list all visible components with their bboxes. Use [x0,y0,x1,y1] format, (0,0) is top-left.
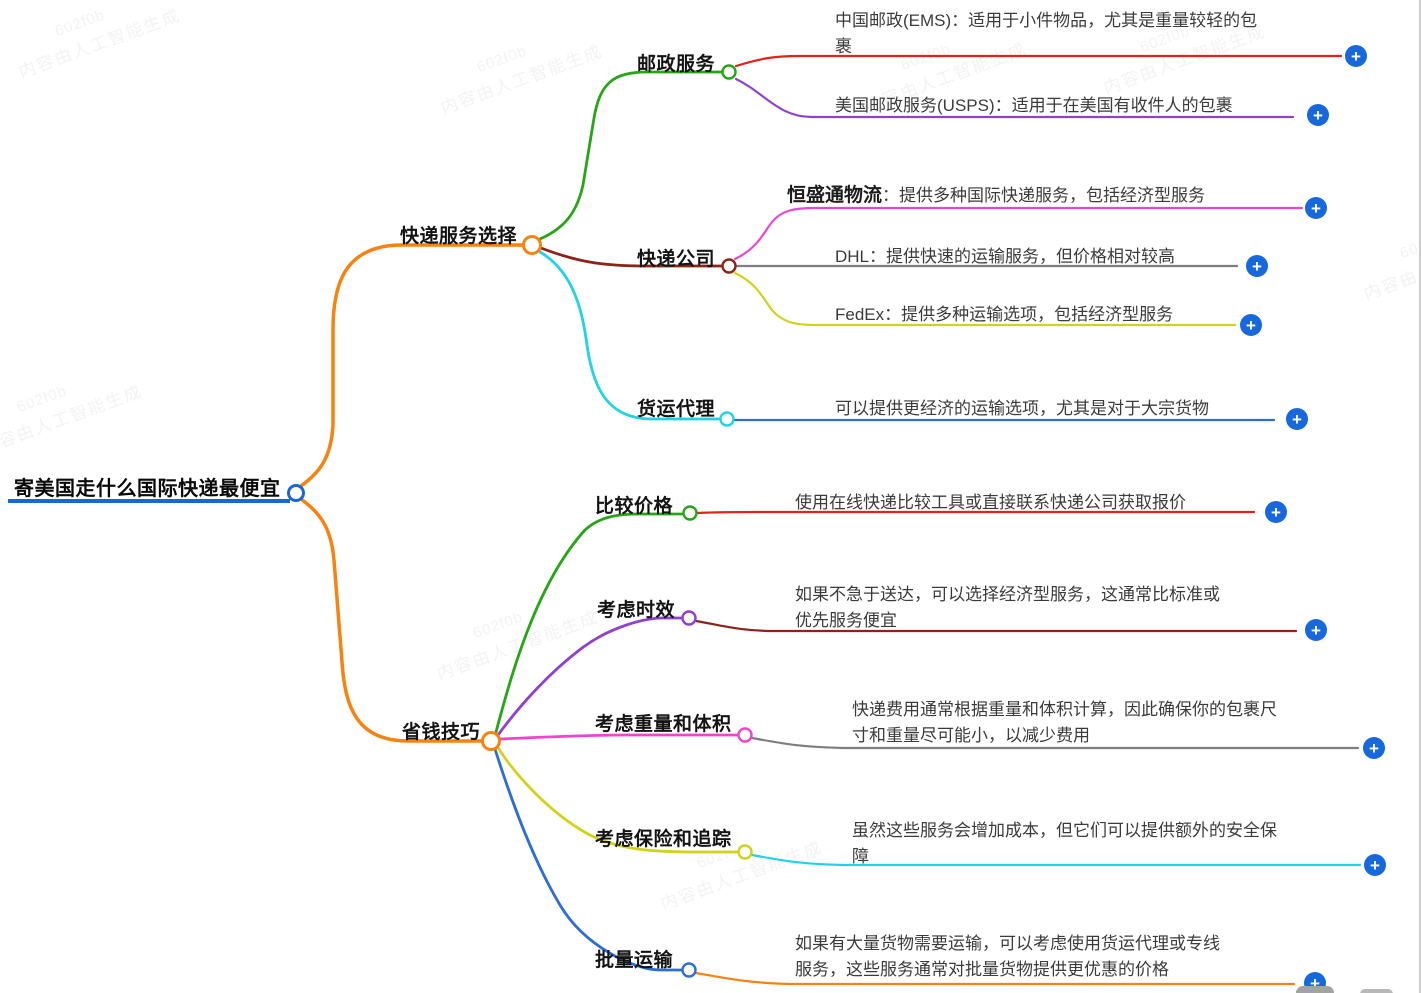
leaf-line-hengshengtong [733,206,1304,261]
collapsed-control-stub[interactable] [1296,986,1334,993]
plus-icon: + [1311,198,1321,218]
plus-icon: + [1246,315,1256,335]
expand-button-fedex[interactable]: + [1240,314,1262,336]
branch-line-insurance-tracking [495,744,740,854]
plus-icon: + [1370,855,1380,875]
leaf-line-insurance-desc [750,853,1362,867]
plus-icon: + [1310,973,1320,993]
node-label-compare-price[interactable]: 比较价格 [595,496,674,517]
expand-button-freight-desc[interactable]: + [1286,408,1308,430]
root-node-label[interactable]: 寄美国走什么国际快递最便宜 [14,478,281,500]
node-circle-saving-tips[interactable] [481,731,501,751]
node-circle-insurance-tracking[interactable] [737,844,753,860]
expand-button-hengshengtong[interactable]: + [1305,197,1327,219]
node-circle-bulk-shipping[interactable] [681,962,697,978]
branch-line-bulk-shipping [493,747,684,972]
collapsed-control-stub[interactable] [1360,989,1393,993]
leaf-line-ems [734,54,1343,68]
leaf-text-freight-desc[interactable]: 可以提供更经济的运输选项，尤其是对于大宗货物 [835,399,1209,418]
expand-button-ems[interactable]: + [1345,45,1367,67]
plus-icon: + [1311,620,1321,640]
node-label-weight-volume[interactable]: 考虑重量和体积 [595,714,732,735]
branch-line-express-service [299,243,525,488]
leaf-text-bulk-desc[interactable]: 如果有大量货物需要运输，可以考虑使用货运代理或专线 服务，这些服务通常对批量货物… [795,934,1220,979]
leaf-text-dhl[interactable]: DHL：提供快速的运输服务，但价格相对较高 [835,247,1176,266]
plus-icon: + [1271,502,1281,522]
branch-line-weight-volume [498,733,740,741]
leaf-text-usps[interactable]: 美国邮政服务(USPS)：适用于在美国有收件人的包裹 [835,96,1233,115]
expand-button-usps[interactable]: + [1307,104,1329,126]
node-circle-consider-time[interactable] [681,610,697,626]
leaf-line-bulk-desc [694,971,1296,986]
branch-line-postal-service [538,70,724,241]
leaf-text-weight-desc[interactable]: 快递费用通常根据重量和体积计算，因此确保你的包裹尺 寸和重量尽可能小，以减少费用 [852,700,1277,745]
node-circle-courier-company[interactable] [721,258,737,274]
expand-button-dhl[interactable]: + [1246,255,1268,277]
node-circle-postal-service[interactable] [721,64,737,80]
node-label-bulk-shipping[interactable]: 批量运输 [595,950,674,971]
node-label-consider-time[interactable]: 考虑时效 [597,600,676,621]
node-label-insurance-tracking[interactable]: 考虑保险和追踪 [595,829,732,850]
leaf-text-ems[interactable]: 中国邮政(EMS)：适用于小件物品，尤其是重量较轻的包 裹 [835,11,1258,56]
branch-line-compare-price [494,512,685,734]
node-label-courier-company[interactable]: 快递公司 [637,249,716,270]
leaf-line-time-desc [694,619,1298,633]
branch-line-courier-company [539,246,724,268]
leaf-line-compare-desc [695,510,1256,515]
leaf-text-fedex[interactable]: FedEx：提供多种运输选项，包括经济型服务 [835,305,1174,324]
expand-button-time-desc[interactable]: + [1305,619,1327,641]
node-label-postal-service[interactable]: 邮政服务 [637,54,716,75]
leaf-line-fedex [733,271,1237,327]
node-circle-root[interactable] [287,484,305,502]
expand-button-weight-desc[interactable]: + [1363,737,1385,759]
node-circle-compare-price[interactable] [682,505,698,521]
node-label-freight-agent[interactable]: 货运代理 [637,399,716,420]
expand-button-compare-desc[interactable]: + [1265,501,1287,523]
plus-icon: + [1369,738,1379,758]
leaf-line-usps [734,77,1295,119]
plus-icon: + [1252,256,1262,276]
branch-line-freight-agent [538,250,722,421]
plus-icon: + [1351,46,1361,66]
node-circle-weight-volume[interactable] [737,727,753,743]
plus-icon: + [1313,105,1323,125]
node-circle-freight-agent[interactable] [719,411,735,427]
leaf-text-insurance-desc[interactable]: 虽然这些服务会增加成本，但它们可以提供额外的安全保 障 [852,821,1277,866]
leaf-text-hengshengtong[interactable]: 恒盛通物流：提供多种国际快递服务，包括经济型服务 [787,185,1206,206]
leaf-line-weight-desc [750,736,1360,750]
node-label-saving-tips[interactable]: 省钱技巧 [402,722,481,743]
expand-button-insurance-desc[interactable]: + [1364,854,1386,876]
node-label-express-service[interactable]: 快递服务选择 [400,226,518,247]
leaf-text-compare-desc[interactable]: 使用在线快递比较工具或直接联系快递公司获取报价 [795,493,1186,512]
node-circle-express-service[interactable] [522,235,542,255]
plus-icon: + [1292,409,1302,429]
leaf-text-time-desc[interactable]: 如果不急于送达，可以选择经济型服务，这通常比标准或 优先服务便宜 [795,585,1220,630]
window-right-edge [1419,0,1421,993]
branch-line-consider-time [496,616,684,737]
branch-line-saving-tips [299,497,485,743]
